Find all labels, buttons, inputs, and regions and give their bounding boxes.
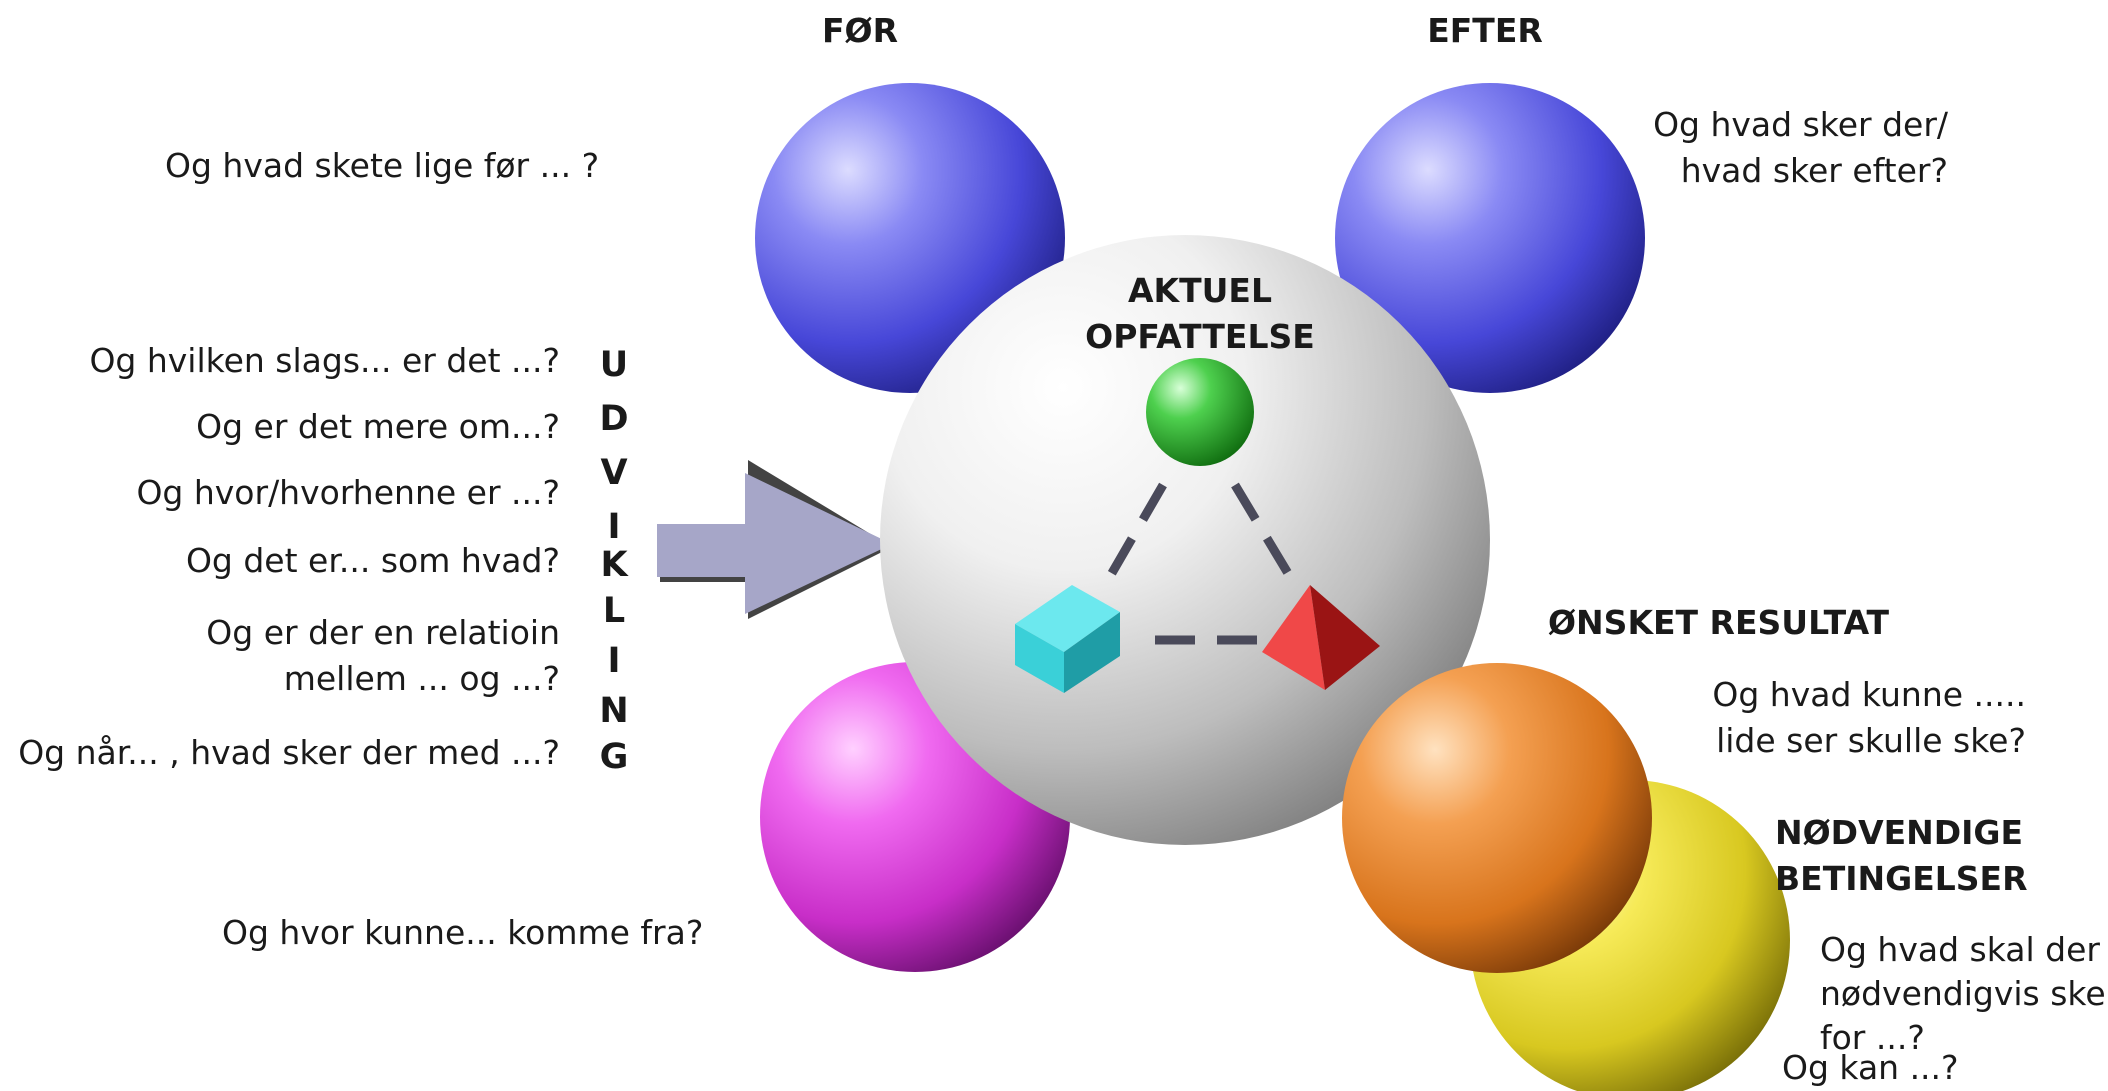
cyan-cube [1015, 585, 1120, 693]
current-sphere [880, 235, 1490, 845]
question-more: Og er det mere om...? [196, 407, 560, 446]
letter-u: U [599, 345, 629, 385]
relation-lines [1101, 482, 1299, 645]
question-before: Og hvad skete lige før ... ? [165, 146, 600, 185]
question-where: Og hvor/hvorhenne er ...? [136, 473, 560, 512]
heading-before: FØR [821, 11, 898, 50]
letter-k: K [600, 545, 628, 585]
letter-g: G [599, 737, 629, 777]
arrow [657, 473, 892, 614]
letter-i: I [607, 507, 621, 547]
question-conditions-extra: Og kan ...? [1782, 1048, 1959, 1087]
letter-d: D [599, 399, 629, 439]
green-ball [1146, 358, 1254, 466]
question-like: Og det er... som hvad? [185, 541, 560, 580]
question-desired: Og hvad kunne ..... lide ser skulle ske? [1712, 675, 2026, 760]
question-conditions: Og hvad skal der nødvendigvis ske for ..… [1820, 930, 2106, 1057]
letter-v: V [600, 453, 628, 493]
question-kind: Og hvilken slags... er det ...? [89, 341, 560, 380]
question-relation: Og er der en relatioin mellem ... og ...… [206, 613, 560, 698]
heading-current: AKTUEL OPFATTELSE [1085, 271, 1315, 356]
question-after: Og hvad sker der/ hvad sker efter? [1653, 105, 1948, 190]
letter-n: N [599, 691, 629, 731]
red-pyramid [1262, 585, 1380, 690]
question-when: Og når... , hvad sker der med ...? [18, 733, 560, 772]
heading-after: EFTER [1427, 11, 1543, 50]
heading-desired: ØNSKET RESULTAT [1548, 603, 1890, 642]
letter-i2: I [607, 641, 621, 681]
heading-conditions: NØDVENDIGE BETINGELSER [1775, 813, 2028, 898]
question-origin: Og hvor kunne... komme fra? [222, 913, 704, 952]
after-sphere [1335, 83, 1645, 393]
letter-l: L [602, 591, 626, 631]
desired-sphere [1342, 663, 1652, 973]
